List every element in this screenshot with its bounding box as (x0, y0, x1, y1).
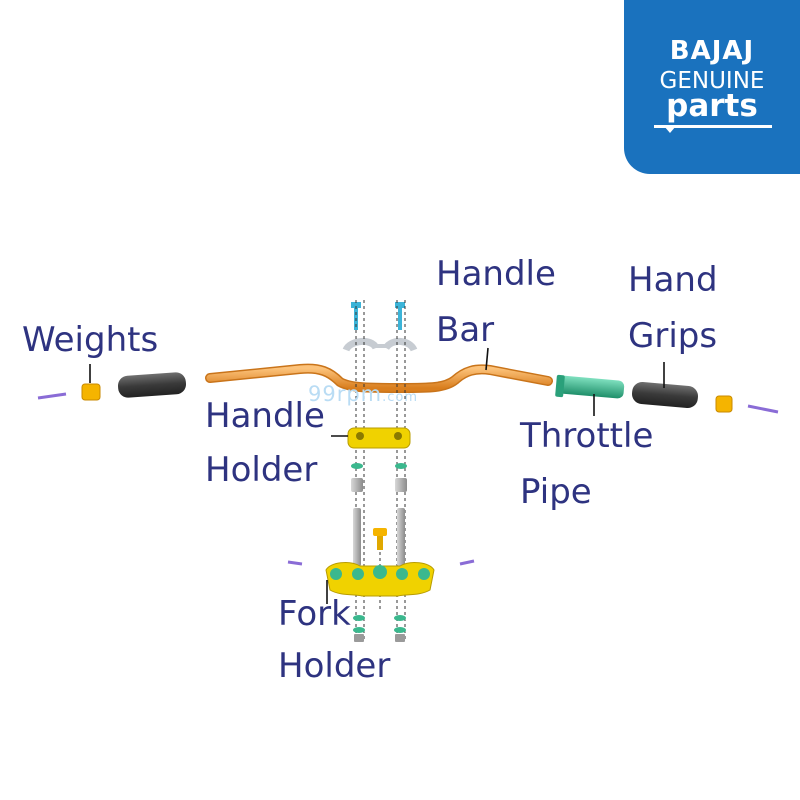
lower-nuts (354, 634, 405, 642)
label-throttle-pipe-line2: Pipe (520, 472, 592, 512)
label-fork-holder-line2: Holder (278, 646, 391, 686)
left-end-screw (37, 392, 67, 400)
handle-bar (205, 363, 553, 393)
logo-parts-text: parts (666, 88, 758, 124)
fork-holder (325, 562, 435, 597)
holder-bolts (353, 508, 405, 566)
left-weight (81, 383, 101, 401)
throttle-pipe (555, 374, 625, 399)
label-handle-bar-line2: Bar (436, 310, 495, 350)
holder-washers (351, 463, 407, 469)
label-weights: Weights (22, 320, 159, 360)
lower-washers (353, 615, 406, 633)
logo-underline (654, 125, 772, 128)
bajaj-genuine-parts-logo: BAJAJ GENUINE parts (624, 0, 800, 174)
left-hand-grip (117, 372, 187, 398)
label-fork-holder-line1: Fork (278, 594, 351, 634)
handle-holder (347, 427, 411, 449)
logo-arrow-icon (664, 126, 676, 133)
label-handle-holder-line2: Holder (205, 450, 318, 490)
holder-bushes (351, 478, 407, 492)
watermark: 99rpm.com (308, 382, 419, 406)
right-end-screw (747, 404, 779, 414)
logo-genuine-text: GENUINE (659, 68, 765, 94)
leader-lines (89, 347, 665, 604)
fork-holder-side-screws (287, 559, 475, 566)
top-clamp (342, 338, 418, 352)
right-weight (715, 395, 733, 413)
logo-brand-text: BAJAJ (669, 36, 755, 66)
label-throttle-pipe-line1: Throttle (520, 416, 654, 456)
label-handle-bar-line1: Handle (436, 254, 556, 294)
label-hand-grips-line2: Grips (628, 316, 718, 356)
right-hand-grip (632, 381, 698, 409)
label-hand-grips-line1: Hand (628, 260, 718, 300)
label-handle-holder-line1: Handle (205, 396, 325, 436)
center-bolt (373, 528, 387, 550)
